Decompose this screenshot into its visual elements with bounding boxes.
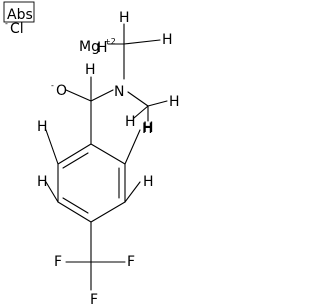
ring-double-upperleft	[62, 152, 89, 169]
fluorine-bottom: F	[90, 292, 98, 308]
ring-double-bottomleft	[62, 197, 89, 214]
magnesium-label: Mg	[79, 39, 100, 55]
chloride-label: Cl	[10, 21, 24, 37]
ring-ch-lower-left	[45, 181, 59, 203]
ring-h-lower-left: H	[37, 174, 48, 190]
bond-c-o	[65, 89, 92, 102]
ring-bond-lowerright-bottom	[90, 201, 126, 223]
molecule-diagram: Abs Cl - Mg +2 O - N H H H H H H H H H H…	[3, 1, 180, 308]
ring-ch-lower-right	[124, 181, 141, 203]
methyl-upper-h-right: H	[162, 32, 173, 48]
ring-bond-bottom-lowerleft	[57, 201, 92, 223]
oxygen-label: O	[56, 83, 67, 99]
ring-ch-upper-left	[45, 129, 59, 165]
abs-flag-frame	[3, 1, 35, 23]
ring-bond-top-upperright	[90, 143, 126, 165]
nitrogen-label: N	[114, 84, 124, 100]
fluorine-right: F	[127, 254, 135, 270]
bond-methyl-upper-h-right	[123, 39, 161, 45]
bond-methyl-lower-h-right	[147, 100, 168, 107]
ring-ch-upper-right	[124, 129, 141, 165]
ring-bond-upperleft-top	[57, 143, 92, 165]
central-carbon-h: H	[85, 62, 96, 78]
bond-c-n	[90, 89, 114, 102]
abs-flag-label: Abs	[7, 7, 33, 23]
bond-n-methyl-lower	[127, 91, 149, 107]
magnesium-charge: +2	[104, 37, 116, 46]
ring-h-upper-right: H	[143, 120, 154, 136]
chloride-charge: -	[5, 19, 8, 28]
bond-methyl-lower-h-left	[133, 105, 149, 119]
fluorine-left: F	[54, 254, 62, 270]
methyl-lower-h-left: H	[125, 114, 136, 130]
methyl-upper-h-left: H	[97, 40, 108, 56]
methyl-lower-h-bottom: H	[142, 121, 153, 137]
methyl-upper-h-top: H	[119, 10, 130, 26]
ring-h-lower-right: H	[143, 174, 154, 190]
oxygen-charge: -	[51, 81, 54, 90]
ring-h-upper-left: H	[37, 119, 48, 135]
methyl-lower-h-right: H	[169, 94, 180, 110]
